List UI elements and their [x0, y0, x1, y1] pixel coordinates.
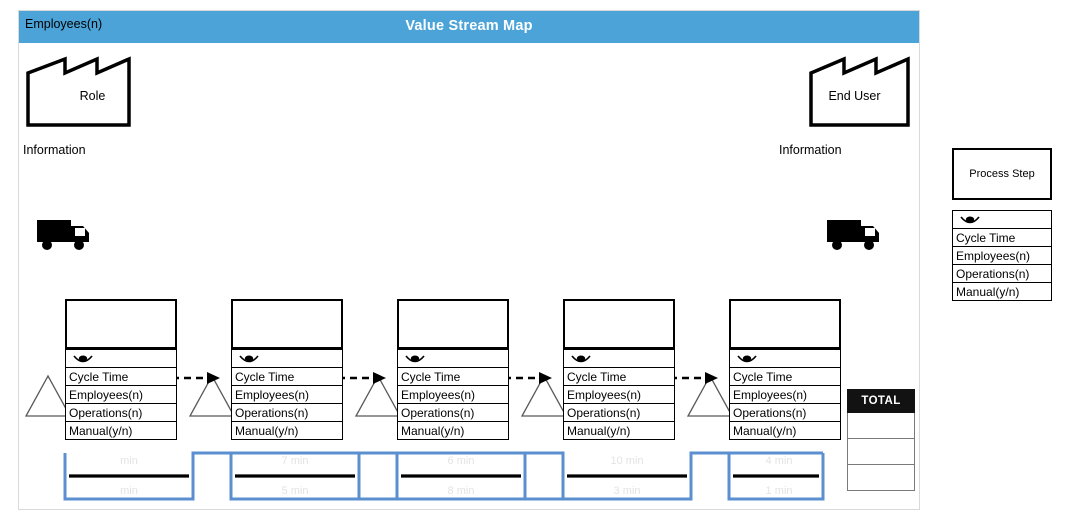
row-cycle-time: Cycle Time	[66, 367, 176, 385]
eye-row	[730, 349, 840, 367]
customer-label: End User	[828, 89, 881, 103]
legend-panel: Process Step Cycle Time Employees(n) Ope…	[952, 148, 1052, 301]
timeline-value-added-4: 10 min	[610, 455, 644, 467]
inventory-triangle[interactable]	[187, 373, 237, 419]
process-step-data-table: Cycle Time Employees(n) Operations(n) Ma…	[65, 349, 177, 440]
legend-row-cycle-time: Cycle Time	[953, 228, 1051, 246]
timeline-non-value-added-5: 1 min	[765, 485, 793, 497]
eye-row	[66, 349, 176, 367]
inventory-triangle[interactable]	[519, 373, 569, 419]
push-arrow-icon	[325, 371, 387, 385]
eye-row	[232, 349, 342, 367]
row-manual: Manual(y/n)	[730, 421, 840, 439]
page-title: Value Stream Map	[405, 18, 533, 34]
total-cell[interactable]	[847, 413, 915, 439]
row-operations: Operations(n)	[232, 403, 342, 421]
row-manual: Manual(y/n)	[564, 421, 674, 439]
row-manual: Manual(y/n)	[232, 421, 342, 439]
inventory-triangle[interactable]	[685, 373, 735, 419]
total-cell[interactable]	[847, 465, 915, 491]
legend-row-employees: Employees(n)	[953, 246, 1051, 264]
total-cell[interactable]	[847, 439, 915, 465]
eye-row	[398, 349, 508, 367]
process-step-5[interactable]: Cycle Time Employees(n) Operations(n) Ma…	[729, 299, 841, 440]
row-operations: Operations(n)	[398, 403, 508, 421]
process-step-data-table: Cycle Time Employees(n) Operations(n) Ma…	[729, 349, 841, 440]
information-label-right: Information	[779, 143, 842, 157]
timeline-non-value-added-3: 8 min	[447, 485, 475, 497]
timeline-sawtooth-path	[63, 451, 825, 501]
timeline-value-added-5: 4 min	[765, 455, 793, 467]
row-employees: Employees(n)	[232, 385, 342, 403]
information-label-left: Information	[23, 143, 86, 157]
legend-row-operations: Operations(n)	[953, 264, 1051, 282]
eye-icon	[737, 355, 757, 363]
total-table: TOTAL	[847, 389, 915, 491]
push-arrow-icon	[159, 371, 221, 385]
customer-factory-shape[interactable]: End User	[787, 51, 922, 129]
process-step-title-box[interactable]	[65, 299, 177, 349]
timeline-non-value-added-4: 3 min	[613, 485, 641, 497]
title-bar: Employees(n) Value Stream Map	[19, 11, 919, 43]
delivery-truck-icon	[35, 214, 93, 254]
eye-icon	[73, 355, 93, 363]
supplier-factory-shape[interactable]: Role	[25, 51, 160, 129]
supplier-label: Role	[79, 89, 106, 103]
eye-icon	[960, 216, 980, 224]
process-step-1[interactable]: Cycle Time Employees(n) Operations(n) Ma…	[65, 299, 177, 440]
row-operations: Operations(n)	[66, 403, 176, 421]
row-employees: Employees(n)	[730, 385, 840, 403]
inventory-triangle[interactable]	[353, 373, 403, 419]
timeline-value-added-3: 6 min	[447, 455, 475, 467]
row-operations: Operations(n)	[730, 403, 840, 421]
timeline-value-added-2: 7 min	[281, 455, 309, 467]
timeline-value-added-1: min	[120, 455, 138, 467]
process-step-data-table: Cycle Time Employees(n) Operations(n) Ma…	[231, 349, 343, 440]
eye-icon	[239, 355, 259, 363]
row-cycle-time: Cycle Time	[398, 367, 508, 385]
row-cycle-time: Cycle Time	[730, 367, 840, 385]
row-employees: Employees(n)	[66, 385, 176, 403]
title-bar-left-label: Employees(n)	[25, 17, 103, 31]
process-step-title-box[interactable]	[397, 299, 509, 349]
row-employees: Employees(n)	[564, 385, 674, 403]
process-step-3[interactable]: Cycle Time Employees(n) Operations(n) Ma…	[397, 299, 509, 440]
row-cycle-time: Cycle Time	[232, 367, 342, 385]
timeline-non-value-added-2: 5 min	[281, 485, 309, 497]
legend-row-manual: Manual(y/n)	[953, 282, 1051, 300]
row-manual: Manual(y/n)	[398, 421, 508, 439]
eye-row	[564, 349, 674, 367]
process-step-title-box[interactable]	[231, 299, 343, 349]
legend-process-step-label: Process Step	[969, 168, 1035, 180]
inventory-triangle[interactable]	[23, 373, 73, 419]
row-employees: Employees(n)	[398, 385, 508, 403]
timeline-ladder: min min 7 min 5 min 6 min 8 min 10 min 3…	[63, 451, 833, 513]
process-step-2[interactable]: Cycle Time Employees(n) Operations(n) Ma…	[231, 299, 343, 440]
eye-icon	[405, 355, 425, 363]
timeline-non-value-added-1: min	[120, 485, 138, 497]
row-cycle-time: Cycle Time	[564, 367, 674, 385]
push-arrow-icon	[491, 371, 553, 385]
vsm-canvas: Employees(n) Value Stream Map Role End U…	[18, 10, 920, 510]
process-step-data-table: Cycle Time Employees(n) Operations(n) Ma…	[397, 349, 509, 440]
factory-icon	[26, 56, 131, 127]
legend-eye-row	[953, 210, 1051, 228]
eye-icon	[571, 355, 591, 363]
process-step-4[interactable]: Cycle Time Employees(n) Operations(n) Ma…	[563, 299, 675, 440]
process-step-data-table: Cycle Time Employees(n) Operations(n) Ma…	[563, 349, 675, 440]
process-step-title-box[interactable]	[729, 299, 841, 349]
row-operations: Operations(n)	[564, 403, 674, 421]
process-step-title-box[interactable]	[563, 299, 675, 349]
legend-data-table: Cycle Time Employees(n) Operations(n) Ma…	[952, 210, 1052, 301]
row-manual: Manual(y/n)	[66, 421, 176, 439]
push-arrow-icon	[657, 371, 719, 385]
legend-process-step-box[interactable]: Process Step	[952, 148, 1052, 200]
delivery-truck-icon	[825, 214, 883, 254]
total-header: TOTAL	[847, 389, 915, 413]
factory-icon	[809, 56, 910, 127]
